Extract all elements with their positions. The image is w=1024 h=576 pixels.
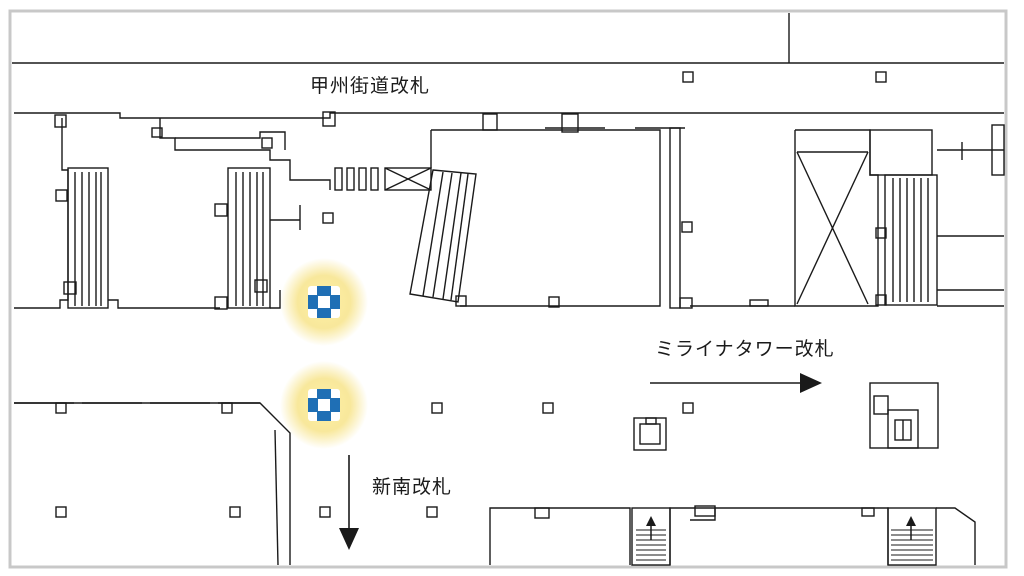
cross-marker-icon (308, 286, 340, 318)
up-arrow-icon (646, 516, 656, 526)
koshu-gate-label: 甲州街道改札 (310, 75, 431, 97)
mirai-tower-gate-label: ミライナタワー改札 (655, 338, 835, 360)
arrow-down-icon (339, 455, 359, 550)
floor-plan-lines (12, 13, 1005, 566)
location-marker-upper[interactable] (280, 258, 368, 346)
up-arrow-icon (906, 516, 916, 526)
location-marker-lower[interactable] (280, 361, 368, 449)
arrow-right-icon (650, 373, 822, 393)
shinminami-gate-label: 新南改札 (372, 476, 453, 498)
cross-marker-icon (308, 389, 340, 421)
stairs-right (891, 529, 933, 561)
map-frame (8, 9, 1008, 569)
